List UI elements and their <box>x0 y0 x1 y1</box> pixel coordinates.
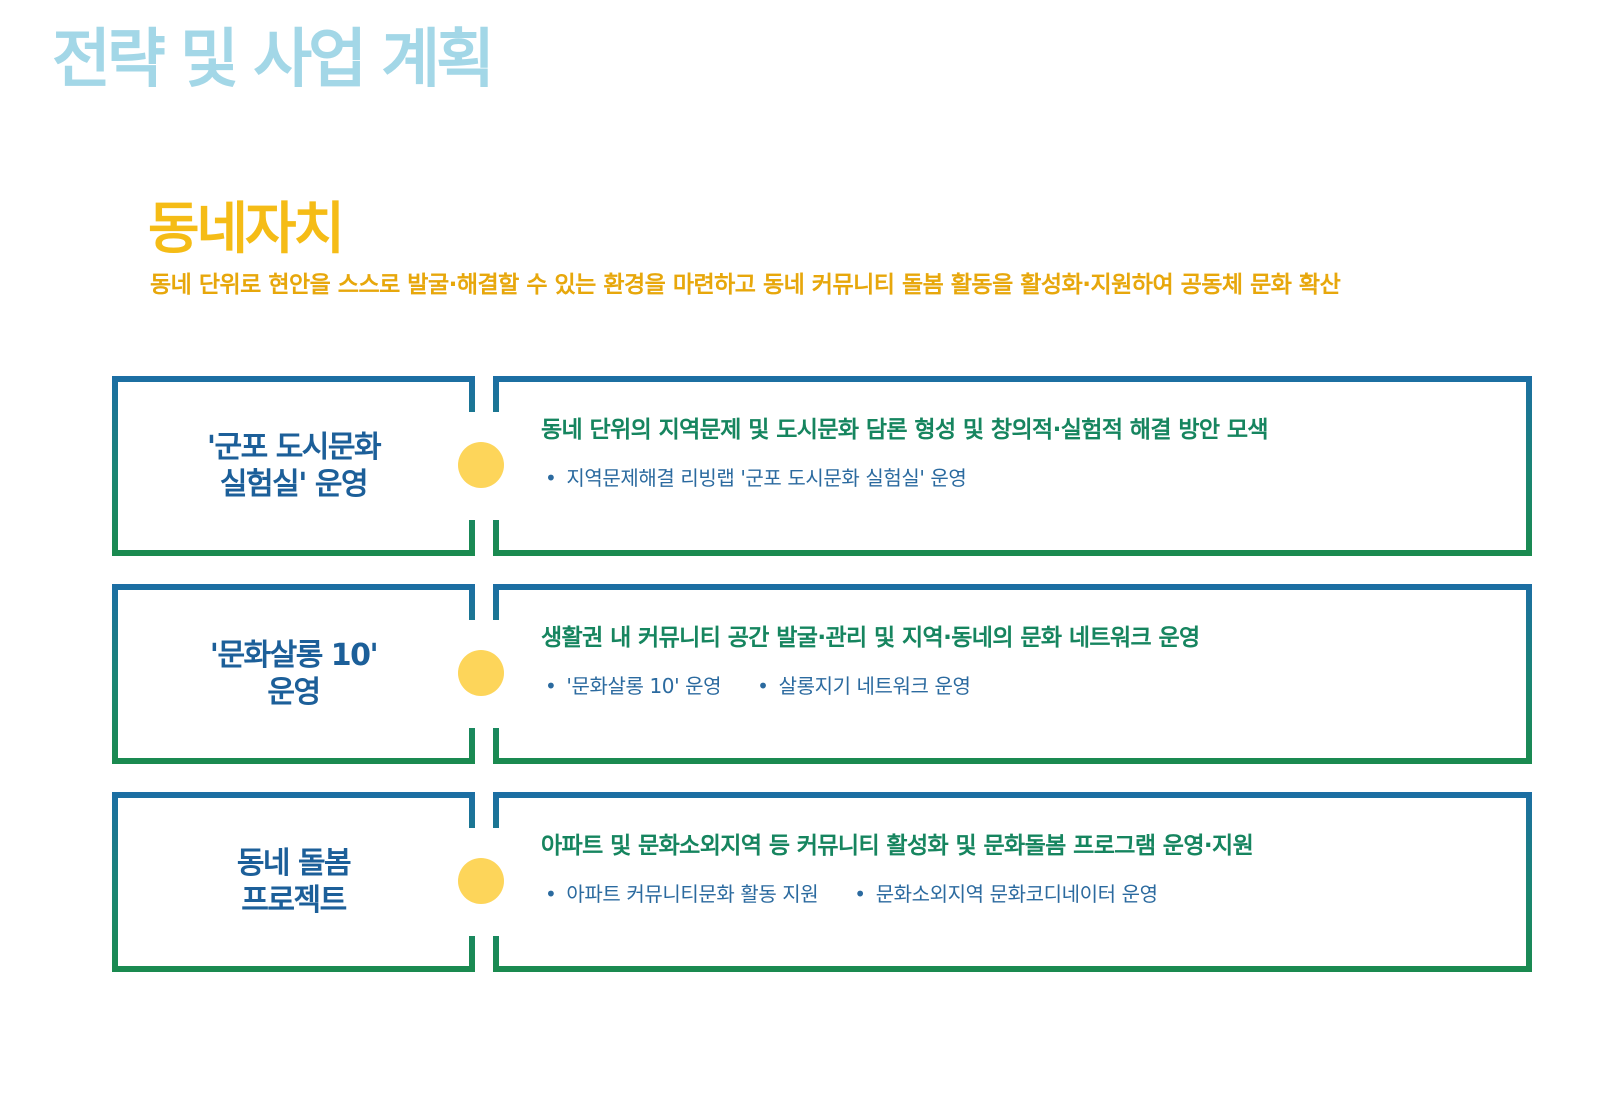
bullet-item: 문화소외지역 문화코디네이터 운영 <box>854 878 1158 907</box>
connector-dot-icon <box>458 858 504 904</box>
program-label-box <box>112 792 475 972</box>
connector-dot-icon <box>458 650 504 696</box>
program-headline: 생활권 내 커뮤니티 공간 발굴·관리 및 지역·동네의 문화 네트워크 운영 <box>541 625 1200 651</box>
program-row-2: '문화살롱 10' 운영 생활권 내 커뮤니티 공간 발굴·관리 및 지역·동네… <box>112 584 1532 764</box>
program-headline: 동네 단위의 지역문제 및 도시문화 담론 형성 및 창의적·실험적 해결 방안… <box>541 417 1269 443</box>
program-label: '군포 도시문화 실험실' 운영 <box>118 376 469 556</box>
program-headline: 아파트 및 문화소외지역 등 커뮤니티 활성화 및 문화돌봄 프로그램 운영·지… <box>541 833 1254 859</box>
program-label: '문화살롱 10' 운영 <box>118 584 469 764</box>
program-bullet-list: '문화살롱 10' 운영 살롱지기 네트워크 운영 <box>545 670 1007 699</box>
program-label-box <box>112 376 475 556</box>
program-label-line1: '군포 도시문화 <box>206 430 382 465</box>
program-label-line2: 실험실' 운영 <box>219 467 369 502</box>
bullet-item: 지역문제해결 리빙랩 '군포 도시문화 실험실' 운영 <box>545 462 966 491</box>
bullet-item: 아파트 커뮤니티문화 활동 지원 <box>545 878 818 907</box>
section-title: 동네자치 <box>148 197 345 262</box>
program-label-box <box>112 584 475 764</box>
page-title: 전략 및 사업 계획 <box>52 23 495 97</box>
program-label-line1: '문화살롱 10' <box>209 638 379 673</box>
program-bullet-list: 지역문제해결 리빙랩 '군포 도시문화 실험실' 운영 <box>545 462 1002 491</box>
program-row-3: 동네 돌봄 프로젝트 아파트 및 문화소외지역 등 커뮤니티 활성화 및 문화돌… <box>112 792 1532 972</box>
program-label: 동네 돌봄 프로젝트 <box>118 792 469 972</box>
program-label-line2: 프로젝트 <box>241 883 347 918</box>
program-row-1: '군포 도시문화 실험실' 운영 동네 단위의 지역문제 및 도시문화 담론 형… <box>112 376 1532 556</box>
program-bullet-list: 아파트 커뮤니티문화 활동 지원 문화소외지역 문화코디네이터 운영 <box>545 878 1194 907</box>
connector-dot-icon <box>458 442 504 488</box>
program-label-line2: 운영 <box>267 675 321 710</box>
bullet-item: '문화살롱 10' 운영 <box>545 670 721 699</box>
program-label-line1: 동네 돌봄 <box>236 846 352 881</box>
section-description: 동네 단위로 현안을 스스로 발굴·해결할 수 있는 환경을 마련하고 동네 커… <box>150 272 1341 298</box>
bullet-item: 살롱지기 네트워크 운영 <box>757 670 971 699</box>
